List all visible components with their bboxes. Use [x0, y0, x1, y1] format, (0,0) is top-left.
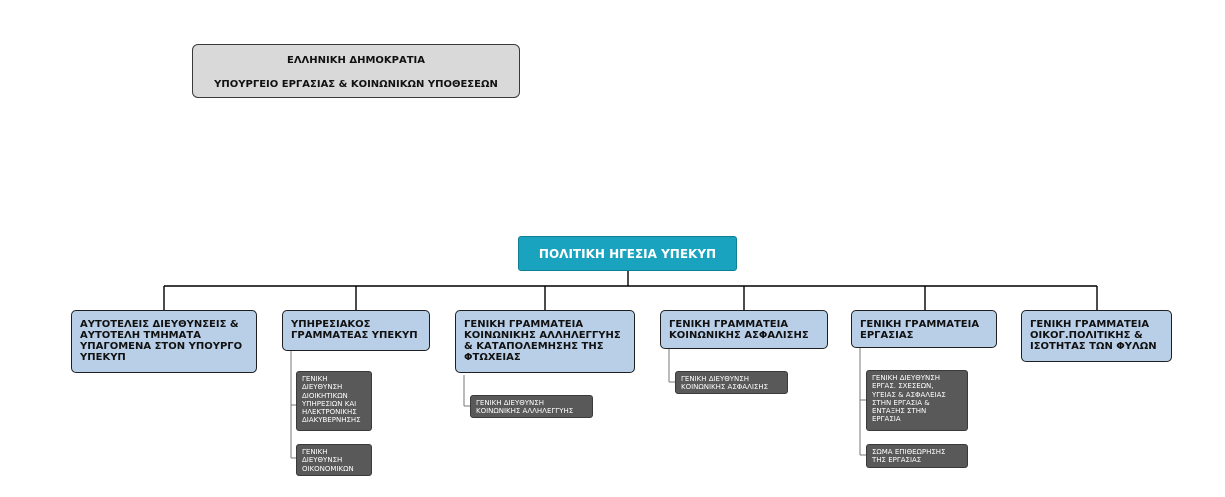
ministry-header: ΕΛΛΗΝΙΚΗ ΔΗΜΟΚΡΑΤΙΑ ΥΠΟΥΡΓΕΙΟ ΕΡΓΑΣΙΑΣ &…: [192, 44, 520, 98]
sub-gd-administrative-services: ΓΕΝΙΚΗ ΔΙΕΥΘΥΝΣΗ ΔΙΟΙΚΗΤΙΚΩΝ ΥΠΗΡΕΣΙΩΝ Κ…: [296, 371, 372, 431]
header-line-republic: ΕΛΛΗΝΙΚΗ ΔΗΜΟΚΡΑΤΙΑ: [286, 55, 426, 66]
unit-label: ΓΕΝΙΚΗ ΓΡΑΜΜΑΤΕΙΑ ΕΡΓΑΣΙΑΣ: [860, 319, 980, 341]
unit-gs-social-insurance: ΓΕΝΙΚΗ ΓΡΑΜΜΑΤΕΙΑ ΚΟΙΝΩΝΙΚΗΣ ΑΣΦΑΛΙΣΗΣ: [660, 310, 828, 349]
sub-gd-social-insurance: ΓΕΝΙΚΗ ΔΙΕΥΘΥΝΣΗ ΚΟΙΝΩΝΙΚΗΣ ΑΣΦΑΛΙΣΗΣ: [675, 371, 788, 394]
sub-gd-social-solidarity: ΓΕΝΙΚΗ ΔΙΕΥΘΥΝΣΗ ΚΟΙΝΩΝΙΚΗΣ ΑΛΛΗΛΕΓΓΥΗΣ: [470, 395, 593, 418]
unit-service-secretary: ΥΠΗΡΕΣΙΑΚΟΣ ΓΡΑΜΜΑΤΕΑΣ ΥΠΕΚΥΠ: [282, 310, 430, 351]
unit-gs-labour: ΓΕΝΙΚΗ ΓΡΑΜΜΑΤΕΙΑ ΕΡΓΑΣΙΑΣ: [851, 310, 997, 348]
sub-gd-labour-relations: ΓΕΝΙΚΗ ΔΙΕΥΘΥΝΣΗ ΕΡΓΑΣ. ΣΧΕΣΕΩΝ, ΥΓΕΙΑΣ …: [866, 370, 968, 431]
political-leadership-label: ΠΟΛΙΤΙΚΗ ΗΓΕΣΙΑ ΥΠΕΚΥΠ: [538, 246, 717, 261]
unit-label: ΓΕΝΙΚΗ ΓΡΑΜΜΑΤΕΙΑ ΚΟΙΝΩΝΙΚΗΣ ΑΛΛΗΛΕΓΓΥΗΣ…: [464, 319, 621, 363]
sub-labour-inspectorate: ΣΩΜΑ ΕΠΙΘΕΩΡΗΣΗΣ ΤΗΣ ΕΡΓΑΣΙΑΣ: [866, 444, 968, 468]
unit-gs-social-solidarity: ΓΕΝΙΚΗ ΓΡΑΜΜΑΤΕΙΑ ΚΟΙΝΩΝΙΚΗΣ ΑΛΛΗΛΕΓΓΥΗΣ…: [455, 310, 635, 373]
unit-independent-directorates: ΑΥΤΟΤΕΛΕΙΣ ΔΙΕΥΘΥΝΣΕΙΣ & ΑΥΤΟΤΕΛΗ ΤΜΗΜΑΤ…: [71, 310, 257, 373]
header-line-ministry: ΥΠΟΥΡΓΕΙΟ ΕΡΓΑΣΙΑΣ & ΚΟΙΝΩΝΙΚΩΝ ΥΠΟΘΕΣΕΩ…: [214, 79, 498, 90]
unit-label: ΓΕΝΙΚΗ ΓΡΑΜΜΑΤΕΙΑ ΟΙΚΟΓ.ΠΟΛΙΤΙΚΗΣ & ΙΣΟΤ…: [1030, 319, 1157, 352]
unit-label: ΥΠΗΡΕΣΙΑΚΟΣ ΓΡΑΜΜΑΤΕΑΣ ΥΠΕΚΥΠ: [291, 319, 418, 341]
sub-gd-financial: ΓΕΝΙΚΗ ΔΙΕΥΘΥΝΣΗ ΟΙΚΟΝΟΜΙΚΩΝ: [296, 444, 372, 476]
unit-label: ΑΥΤΟΤΕΛΕΙΣ ΔΙΕΥΘΥΝΣΕΙΣ & ΑΥΤΟΤΕΛΗ ΤΜΗΜΑΤ…: [80, 319, 243, 363]
unit-label: ΓΕΝΙΚΗ ΓΡΑΜΜΑΤΕΙΑ ΚΟΙΝΩΝΙΚΗΣ ΑΣΦΑΛΙΣΗΣ: [669, 319, 809, 341]
unit-gs-family-gender: ΓΕΝΙΚΗ ΓΡΑΜΜΑΤΕΙΑ ΟΙΚΟΓ.ΠΟΛΙΤΙΚΗΣ & ΙΣΟΤ…: [1021, 310, 1172, 362]
political-leadership-box: ΠΟΛΙΤΙΚΗ ΗΓΕΣΙΑ ΥΠΕΚΥΠ: [518, 236, 737, 271]
